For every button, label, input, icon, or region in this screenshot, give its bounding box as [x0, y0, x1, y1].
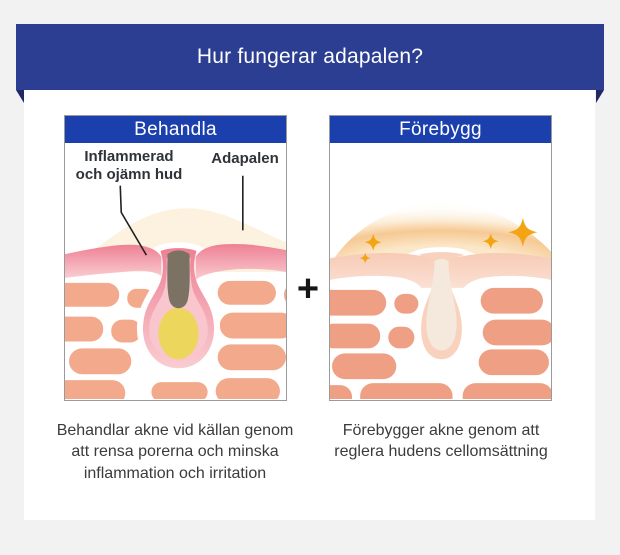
plus-separator: +: [296, 268, 320, 310]
ribbon-fold-left-icon: [16, 90, 24, 103]
sebum: [158, 307, 199, 360]
page-title: Hur fungerar adapalen?: [196, 45, 424, 68]
leader-line-problem: [119, 185, 148, 256]
title-ribbon: Hur fungerar adapalen?: [16, 24, 604, 90]
treated-skin-illustration: [65, 175, 286, 399]
panel-treat-header: Behandla: [65, 116, 286, 143]
panel-prevent: Förebygg: [329, 115, 552, 401]
panel-prevent-title: Förebygg: [399, 118, 482, 140]
panel-treat-title: Behandla: [134, 118, 217, 140]
panel-prevent-header: Förebygg: [330, 116, 551, 143]
ribbon-fold-right-icon: [596, 90, 604, 103]
caption-treat: Behandlar akne vid källan genom att rens…: [56, 422, 294, 482]
panel-prevent-body: [330, 143, 551, 399]
caption-prevent: Förebygger akne genom att reglera hudens…: [334, 422, 548, 461]
label-inflamed-skin: Inflammerad och ojämn hud: [75, 148, 183, 184]
healthy-pore-inner: [426, 258, 457, 351]
inflamed-epidermis-right: [195, 244, 286, 280]
content-card: Behandla: [24, 90, 595, 520]
pore-plug: [167, 250, 190, 309]
healthy-skin-cells: [330, 287, 551, 399]
panel-treat-body: Inflammerad och ojämn hud Adapalen: [65, 143, 286, 399]
label-adapalene: Adapalen: [211, 150, 279, 167]
skin-cells: [65, 280, 286, 399]
panel-treat: Behandla: [64, 115, 287, 401]
inflamed-epidermis-left: [65, 244, 162, 278]
healthy-skin-illustration: [330, 202, 551, 399]
